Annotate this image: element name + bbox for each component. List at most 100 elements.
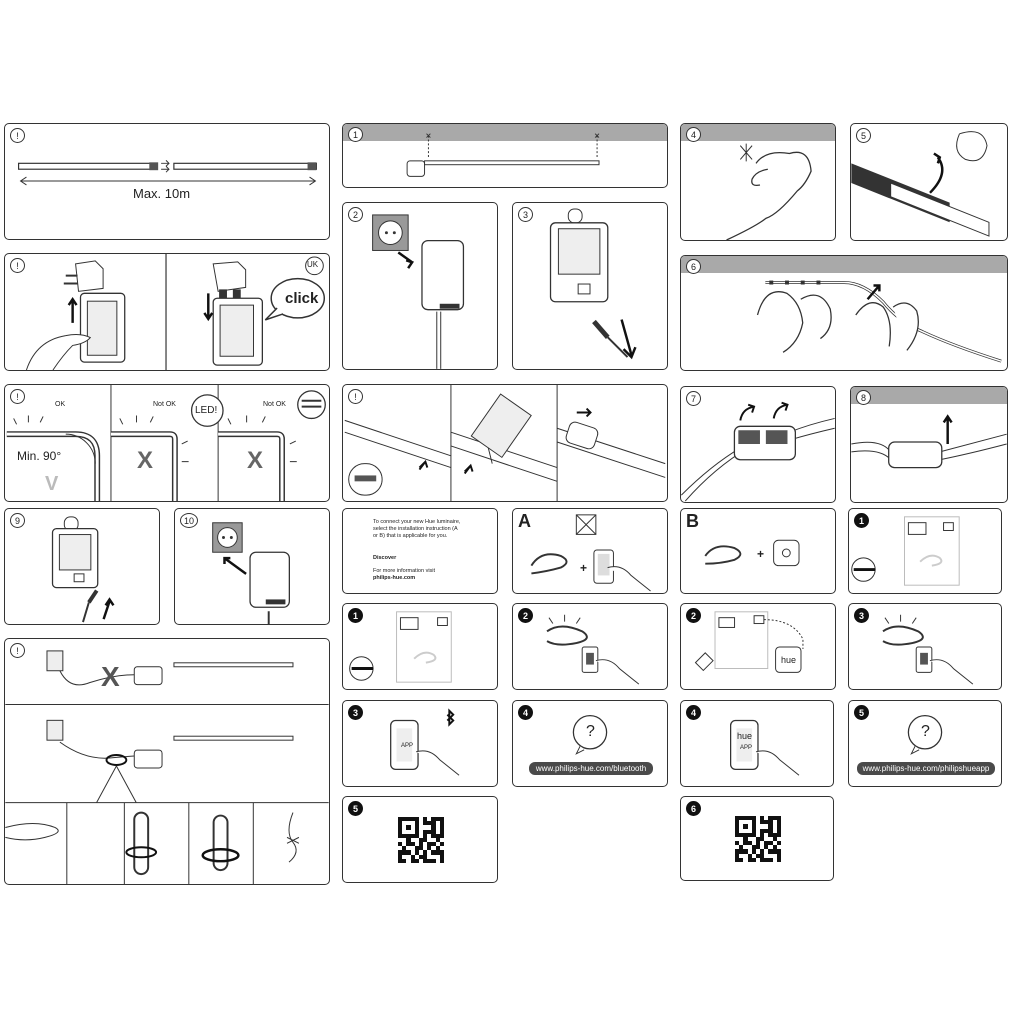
cross-mark: X [101,661,120,692]
panel-cable-management: ! X [4,638,330,885]
socket-illustration [212,522,290,624]
panel-plug-adapter: ! UK click [4,253,330,371]
panel-a-step-5: 5 [342,796,498,883]
step-badge: ! [10,258,25,273]
panel-option-b: B + [680,508,836,594]
step-header-bar [851,387,1007,404]
question-mark: ? [921,723,930,740]
serial-sticker-illustration [851,516,960,586]
step-badge: 9 [10,513,25,528]
mount-strip-illustration [406,133,600,177]
discover-label: Discover [373,555,397,561]
qr-code[interactable] [398,817,444,863]
panel-b-step-2: 2 hue [680,603,836,690]
hue-label: hue [781,655,797,665]
plus-sign: + [757,547,765,561]
panel-b-step-4: 4 hue APP [680,700,834,787]
check-mark: V [45,473,59,495]
panel-option-a: A + [512,508,668,594]
step-badge: 2 [518,608,533,623]
panel-a-step-2: 2 [512,603,668,690]
max-length-label: Max. 10m [133,186,191,201]
panel-cut-strip: ! [342,384,668,502]
panel-peel-backing: 5 [850,123,1008,241]
website-link[interactable]: philips-hue.com [373,575,416,581]
panel-b-step-6: 6 [680,796,834,881]
panel-b-step-3: 3 [848,603,1002,690]
step-header-bar [343,124,667,141]
step-badge: 5 [856,128,871,143]
step-badge: 4 [686,705,701,720]
close-connector-illustration [851,414,1007,469]
step-badge: 5 [348,801,363,816]
click-label: click [285,290,319,307]
adapter-cable-illustration [549,208,637,360]
step-badge: ! [10,643,25,658]
cable-management-illustration [5,650,329,884]
step-badge: 1 [348,127,363,142]
bluetooth-app-illustration [390,708,460,776]
panel-b-step-1: 1 [848,508,1002,594]
panel-a-step-1: 1 [342,603,498,690]
panel-clean-surface: 4 [680,123,836,241]
panel-stick-strip: 6 [680,255,1008,371]
bend-radius-illustration [6,385,326,501]
panel-plug-socket-step-2: 2 [342,202,498,370]
step-badge: 4 [686,127,701,142]
help-bubble-illustration [572,715,608,755]
serial-sticker-illustration [349,611,452,683]
hue-label: hue [737,731,753,741]
not-ok-label: Not OK [263,401,286,408]
step-badge: 3 [348,705,363,720]
bridge-serial-illustration [694,611,804,673]
region-label: UK [307,260,319,269]
open-connector-illustration [681,401,835,502]
hue-app-illustration [729,719,800,776]
step-badge: 6 [686,801,701,816]
app-label: APP [401,743,414,749]
panel-connect-power-cable: 9 [4,508,160,625]
min-angle-label: Min. 90° [17,449,62,463]
power-on-illustration [882,614,974,685]
panel-plug-into-socket: 10 [174,508,330,625]
intro-text: To connect your new Hue luminaire, selec… [373,519,461,539]
question-mark: ? [586,723,595,740]
panel-mount-strip: 1 [342,123,668,188]
step-badge: 2 [348,207,363,222]
step-badge: 1 [854,513,869,528]
panel-bend-radius: ! OK Not OK Not OK Min. 90° LED! X X V [4,384,330,502]
option-b-illustration [704,539,800,567]
step-badge: 5 [854,705,869,720]
cross-mark: X [137,447,154,474]
panel-b-step-5: 5 ? www.philips-hue.com/philipshueapp [848,700,1002,787]
cut-strip-illustration [344,385,666,501]
option-a-illustration [530,514,651,592]
step-badge: 7 [686,391,701,406]
plus-sign: + [580,561,588,575]
qr-code[interactable] [735,816,781,862]
panel-a-step-4: 4 ? www.philips-hue.com/bluetooth [512,700,668,787]
support-url[interactable]: www.philips-hue.com/philipshueapp [857,762,995,775]
step-badge: 4 [518,705,533,720]
support-url[interactable]: www.philips-hue.com/bluetooth [529,762,653,775]
peel-backing-illustration [851,131,990,237]
step-badge: ! [348,389,363,404]
step-header-bar [681,124,835,141]
step-badge: 10 [180,513,198,528]
step-badge: 3 [518,207,533,222]
step-badge: ! [10,389,25,404]
ok-label: OK [55,401,66,408]
power-cable-illustration [51,516,115,623]
step-badge: ! [10,128,25,143]
cross-mark: X [247,447,264,474]
step-badge: 3 [854,608,869,623]
panel-adapter-step-3: 3 [512,202,668,370]
step-badge: 6 [686,259,701,274]
more-info-text: For more information visit [373,568,436,574]
step-badge: 2 [686,608,701,623]
stick-strip-illustration [756,280,1002,363]
not-ok-label: Not OK [153,401,176,408]
option-letter: B [686,511,699,531]
panel-close-connector: 8 [850,386,1008,503]
step-badge: 8 [856,390,871,405]
